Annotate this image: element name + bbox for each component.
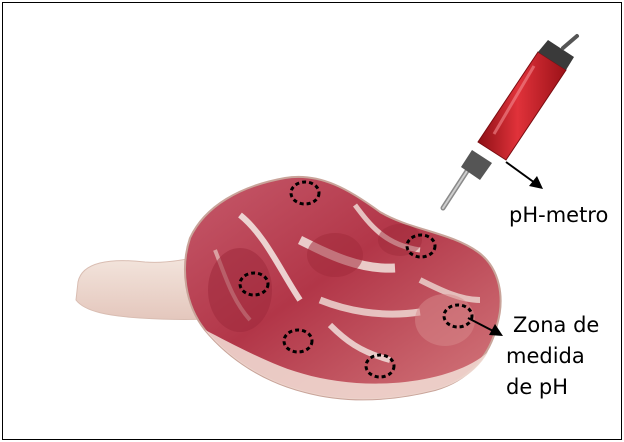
ph-meter-label: pH-metro — [509, 200, 608, 231]
ham-leg-illustration — [76, 177, 501, 400]
ph-meter-probe-icon — [443, 36, 577, 208]
measurement-zone-line-3: de pH — [506, 372, 599, 403]
probe-arrow — [506, 162, 543, 189]
measurement-zone-line-2: medida — [506, 341, 599, 372]
measurement-zone-line-1: Zona de — [506, 310, 599, 341]
measurement-zone-label: Zona de medida de pH — [506, 310, 599, 403]
